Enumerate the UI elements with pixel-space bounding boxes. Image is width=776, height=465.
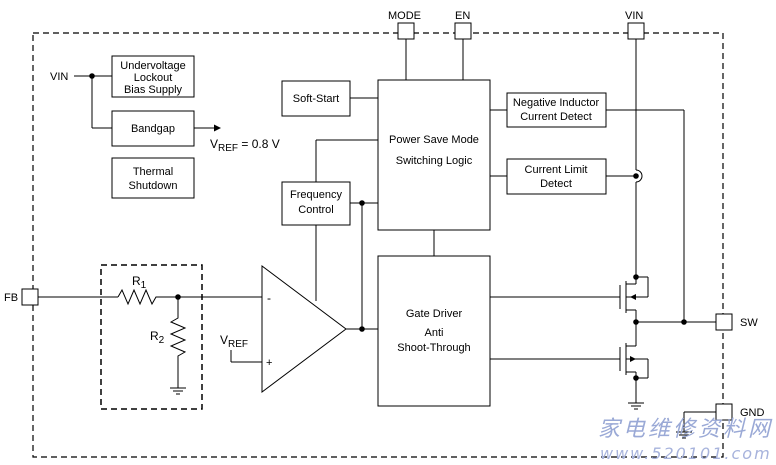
pin-en-label: EN	[455, 10, 470, 22]
neg-inductor-line1: Negative Inductor	[513, 97, 600, 109]
softstart-block	[281, 80, 351, 117]
uvlo-line1: Undervoltage	[120, 60, 185, 72]
vref-out-label: VREF = 0.8 V	[210, 137, 280, 154]
watermark-url: www.520101.com	[600, 444, 772, 463]
uvlo-line3: Bias Supply	[124, 84, 183, 96]
pin-fb-label: FB	[4, 292, 18, 304]
vin-left-label: VIN	[50, 71, 68, 83]
pin-vin	[627, 22, 645, 40]
softstart-label: Soft-Start	[293, 93, 339, 105]
gate-line3: Shoot-Through	[397, 342, 470, 354]
psm-line2: Switching Logic	[396, 155, 473, 167]
vref-in-label: VREF	[220, 333, 248, 350]
bandgap-label: Bandgap	[131, 123, 175, 135]
pin-sw	[715, 313, 733, 331]
pin-fb	[21, 288, 39, 306]
gate-line2: Anti	[425, 327, 444, 339]
thermal-block	[111, 157, 195, 199]
current-limit-line1: Current Limit	[525, 164, 588, 176]
pin-en	[454, 22, 472, 40]
gate-driver-block	[377, 255, 491, 407]
thermal-line2: Shutdown	[129, 180, 178, 192]
current-limit-line2: Detect	[540, 178, 572, 190]
bandgap-block	[111, 110, 195, 147]
pin-mode	[397, 22, 415, 40]
uvlo-block	[111, 55, 195, 98]
neg-inductor-line2: Current Detect	[520, 111, 592, 123]
pin-gnd-label: GND	[740, 407, 765, 419]
ic-boundary	[32, 32, 724, 458]
resistor-r1	[117, 288, 178, 306]
psm-line1: Power Save Mode	[389, 134, 479, 146]
resistor-r2	[169, 297, 187, 388]
pin-sw-label: SW	[740, 317, 758, 329]
frequency-line1: Frequency	[290, 189, 342, 201]
frequency-line2: Control	[298, 204, 333, 216]
error-amplifier	[261, 265, 347, 393]
feedback-divider-box	[100, 264, 203, 410]
gate-line1: Gate Driver	[406, 308, 463, 320]
pin-vin-label: VIN	[625, 10, 643, 22]
opamp-plus: +	[266, 357, 272, 369]
r1-label: R1	[132, 274, 147, 291]
r2-label: R2	[150, 329, 165, 346]
watermark-cn: 家电维修资料网	[598, 417, 773, 442]
opamp-minus: -	[267, 291, 271, 305]
psm-block	[377, 79, 491, 231]
pin-mode-label: MODE	[388, 10, 421, 22]
uvlo-line2: Lockout	[134, 72, 173, 84]
thermal-line1: Thermal	[133, 166, 173, 178]
